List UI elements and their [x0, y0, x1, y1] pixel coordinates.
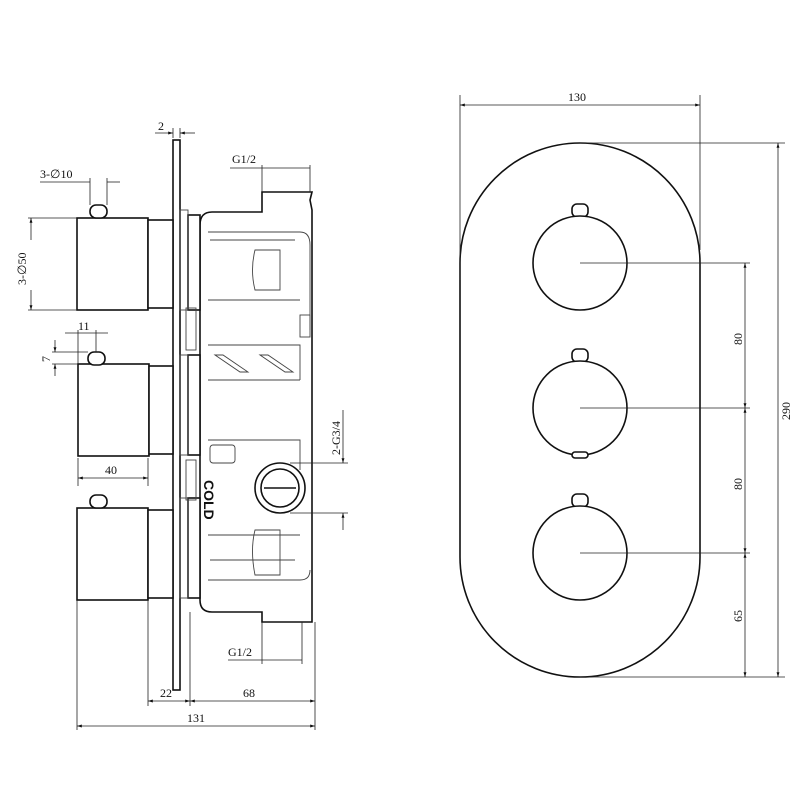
front-view: 130 290 80 80 65: [459, 90, 793, 678]
dim-width: 130: [568, 90, 586, 104]
front-knob-top: [532, 203, 628, 311]
dim-spacing-1: 80: [731, 333, 745, 345]
dim-outlet-thread: 2-G3/4: [329, 421, 343, 455]
knob-middle: [77, 351, 174, 457]
dim-knob-depth: 40: [105, 463, 117, 477]
knob-bottom: [76, 494, 174, 601]
dim-body-depth: 68: [243, 686, 255, 700]
dim-pin-height: 7: [39, 356, 53, 362]
side-view: COLD 2 G1/2: [15, 119, 348, 730]
dim-overall-depth: 131: [187, 711, 205, 725]
dim-inlet-top: G1/2: [232, 152, 256, 166]
front-knob-middle: [532, 348, 628, 459]
valve-body: [185, 191, 314, 623]
dim-bottom-offset: 65: [731, 610, 745, 622]
cold-label: COLD: [201, 480, 217, 520]
dim-inlet-bottom: G1/2: [228, 645, 252, 659]
dim-pin-diameter: 3-∅10: [40, 167, 72, 181]
cover-plate: [172, 139, 181, 691]
front-knob-bottom: [532, 493, 628, 601]
dim-pin-offset: 11: [78, 319, 90, 333]
dimensions-side: 2 G1/2 3-∅10 3-∅50 11 7 40: [15, 119, 348, 730]
cold-outlet: [254, 462, 306, 514]
dim-spacing-2: 80: [731, 478, 745, 490]
knob-top: [76, 204, 174, 311]
dim-knob-diameter: 3-∅50: [15, 253, 29, 285]
dim-plate: 2: [158, 119, 164, 133]
dim-height: 290: [779, 402, 793, 420]
dim-collar-depth: 22: [160, 686, 172, 700]
dimensions-front: 130 290 80 80 65: [459, 90, 793, 678]
